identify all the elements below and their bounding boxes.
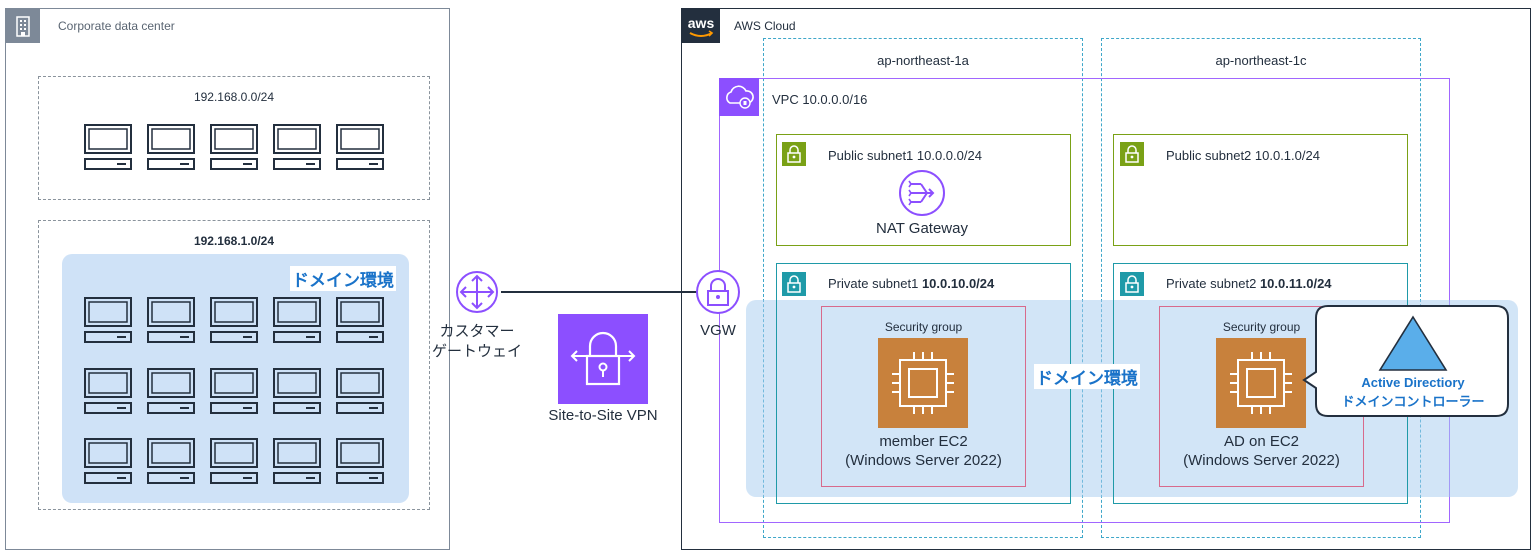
member-ec2-label-line2: (Windows Server 2022) — [845, 452, 1002, 469]
ad-callout-line1: Active Directiory — [1361, 375, 1465, 390]
az-1a-label: ap-northeast-1a — [877, 53, 969, 68]
nat-gateway-icon — [897, 168, 947, 218]
private-subnet-2-cidr: 10.0.11.0/24 — [1259, 276, 1332, 291]
private-subnet-2-label: Private subnet2 10.0.11.0/24 — [1166, 276, 1332, 291]
corporate-domain-label: ドメイン環境 — [290, 266, 396, 291]
desktop-pc-icon — [83, 123, 133, 171]
aws-cloud-group — [681, 8, 1531, 550]
vpn-connection-line — [501, 291, 697, 293]
desktop-pc-icon — [146, 367, 196, 415]
customer-gateway-label-line2: ゲートウェイ — [431, 343, 522, 360]
security-group-2-label: Security group — [1222, 320, 1301, 334]
az-1c-label: ap-northeast-1c — [1215, 53, 1307, 68]
customer-gateway-label-line1: カスタマー — [439, 323, 515, 340]
corporate-title: Corporate data center — [58, 19, 175, 33]
vgw-lock-icon — [694, 268, 742, 316]
vpn-label: Site-to-Site VPN — [548, 407, 658, 424]
desktop-pc-icon — [209, 296, 259, 344]
vpn-icon — [558, 314, 648, 404]
corporate-subnet-1 — [38, 76, 430, 200]
desktop-pc-icon — [209, 123, 259, 171]
svg-text:aws: aws — [688, 15, 715, 31]
corporate-subnet-2-cidr: 192.168.1.0/24 — [193, 234, 275, 248]
lock-icon — [1120, 272, 1144, 296]
desktop-pc-icon — [146, 296, 196, 344]
aws-cloud-title: AWS Cloud — [734, 19, 796, 33]
member-ec2-label-line1: member EC2 — [879, 433, 968, 450]
ec2-chip-icon — [878, 338, 968, 428]
aws-domain-label: ドメイン環境 — [1034, 364, 1140, 389]
desktop-pc-icon — [272, 123, 322, 171]
corporate-subnet-1-cidr: 192.168.0.0/24 — [193, 90, 275, 104]
corporate-domain-area — [62, 254, 409, 503]
desktop-pc-icon — [83, 296, 133, 344]
desktop-pc-icon — [335, 437, 385, 485]
security-group-1-label: Security group — [884, 320, 963, 334]
lock-icon — [1120, 142, 1144, 166]
desktop-pc-icon — [83, 437, 133, 485]
desktop-pc-icon — [146, 123, 196, 171]
public-subnet-1 — [776, 134, 1071, 246]
private-subnet-1-label: Private subnet1 10.0.10.0/24 — [828, 276, 994, 291]
desktop-pc-icon — [272, 296, 322, 344]
lock-icon — [782, 142, 806, 166]
triangle-icon — [1378, 315, 1448, 373]
desktop-pc-icon — [272, 367, 322, 415]
az-1c — [1101, 38, 1421, 538]
corporate-data-center-group — [5, 8, 450, 550]
az-1a — [763, 38, 1083, 538]
public-subnet-2-label: Public subnet2 10.0.1.0/24 — [1166, 148, 1320, 163]
public-subnet-1-label: Public subnet1 10.0.0.0/24 — [828, 148, 982, 163]
private-subnet-1-prefix: Private subnet1 — [828, 276, 922, 291]
ad-ec2-label-line2: (Windows Server 2022) — [1183, 452, 1340, 469]
ec2-chip-icon — [1216, 338, 1306, 428]
desktop-pc-icon — [335, 367, 385, 415]
desktop-pc-icon — [335, 123, 385, 171]
desktop-pc-icon — [83, 367, 133, 415]
corporate-subnet-2 — [38, 220, 430, 510]
router-icon — [453, 268, 501, 316]
desktop-pc-icon — [272, 437, 322, 485]
desktop-pc-icon — [209, 437, 259, 485]
security-group-1 — [821, 306, 1026, 487]
aws-logo: aws — [682, 9, 720, 43]
desktop-pc-icon — [335, 296, 385, 344]
public-subnet-2 — [1113, 134, 1408, 246]
ad-callout-line2: ドメインコントローラー — [1341, 394, 1485, 409]
private-subnet-1-cidr: 10.0.10.0/24 — [921, 276, 995, 291]
private-subnet-2-prefix: Private subnet2 — [1166, 276, 1260, 291]
desktop-pc-icon — [209, 367, 259, 415]
nat-gateway-label: NAT Gateway — [876, 220, 968, 237]
vgw-label: VGW — [700, 322, 736, 339]
desktop-pc-icon — [146, 437, 196, 485]
vpc-cloud-icon — [719, 78, 759, 116]
vpc-label: VPC 10.0.0.0/16 — [772, 92, 868, 107]
lock-icon — [782, 272, 806, 296]
building-icon — [6, 9, 40, 43]
ad-ec2-label-line1: AD on EC2 — [1223, 433, 1300, 450]
